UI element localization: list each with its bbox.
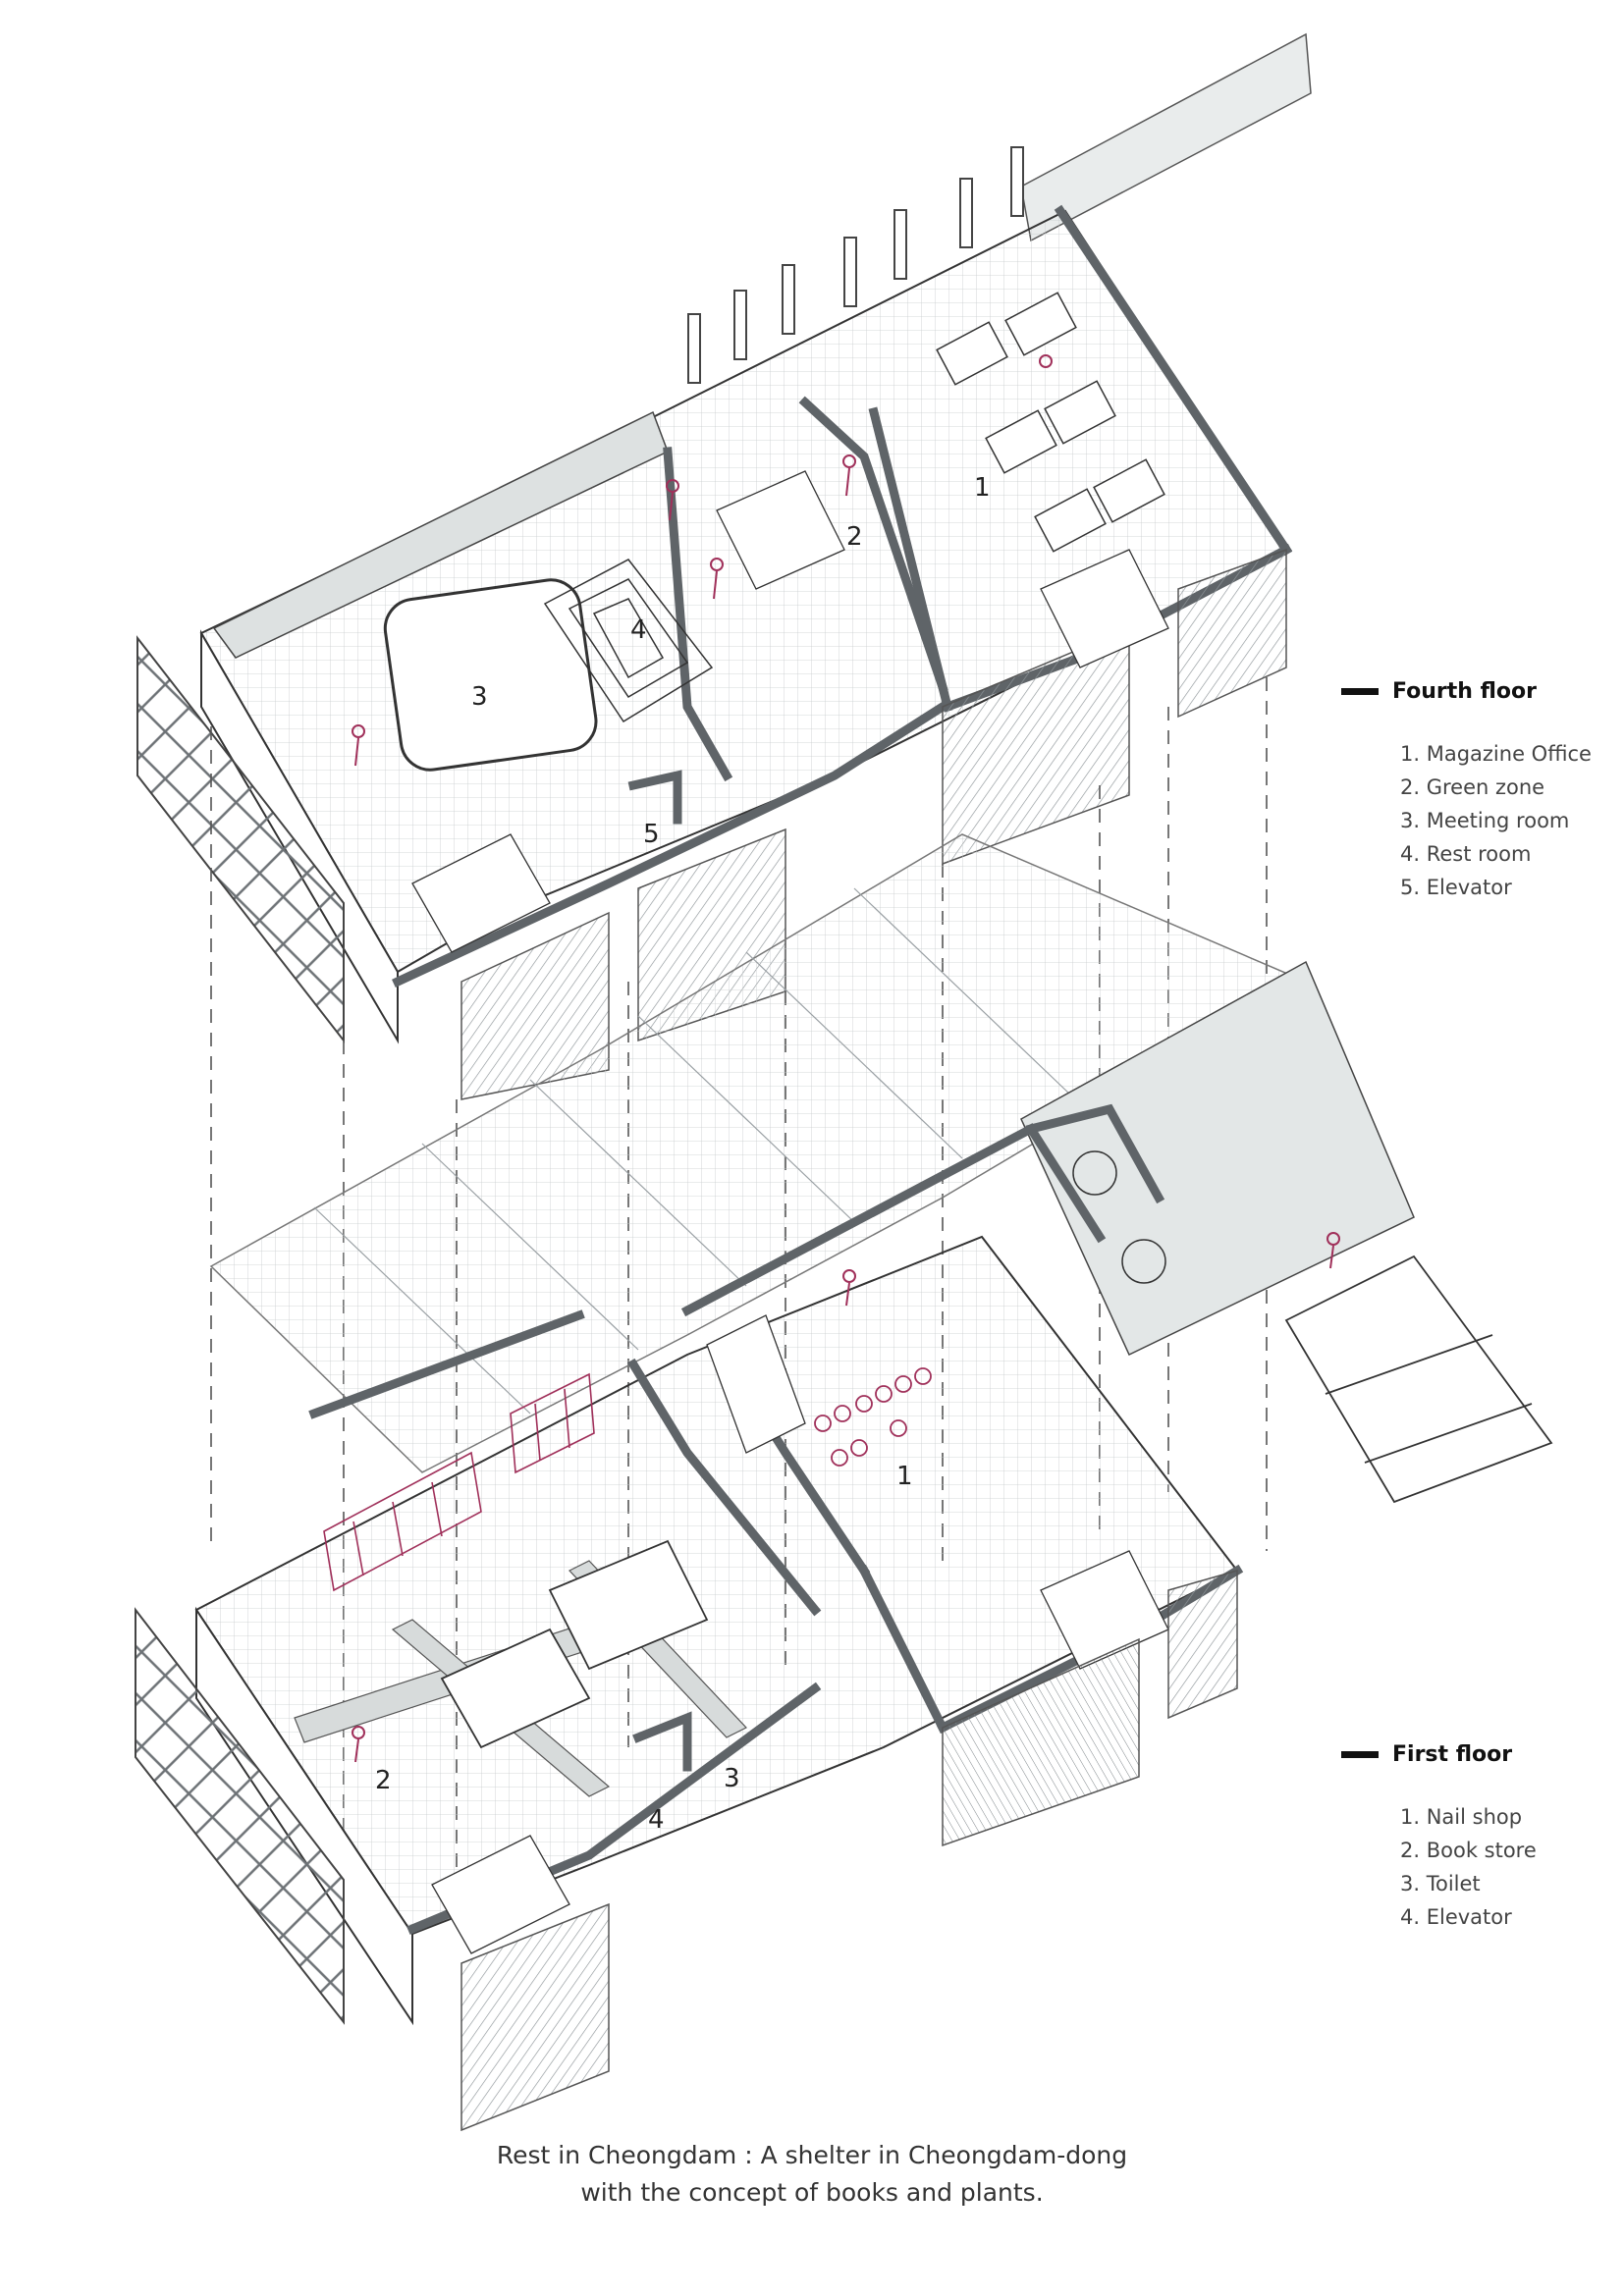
caption-line-1: Rest in Cheongdam : A shelter in Cheongd…	[496, 2141, 1128, 2169]
room-number-1f-3: 3	[724, 1764, 740, 1793]
legend-item: 3. Meeting room	[1400, 809, 1570, 832]
first-floor-terrace	[1020, 960, 1415, 1357]
room-number-1f-1: 1	[896, 1462, 913, 1491]
legend-item: 1. Magazine Office	[1400, 742, 1592, 766]
legend-marker	[1341, 688, 1379, 695]
first-floor-legend: First floor 1. Nail shop 2. Book store 3…	[1341, 1742, 1606, 1934]
room-number-4f-4: 4	[630, 615, 647, 645]
first-floor-parking	[1284, 1255, 1553, 1504]
rest-room-rug	[543, 559, 714, 723]
legend-item: 4. Elevator	[1400, 1905, 1512, 1929]
first-floor-plants	[1072, 1150, 1166, 1284]
fourth-floor-people	[352, 354, 1053, 767]
legend-title-first: First floor	[1392, 1742, 1513, 1767]
room-number-4f-3: 3	[471, 682, 488, 712]
legend-list-fourth: 1. Magazine Office 2. Green zone 3. Meet…	[1341, 737, 1606, 904]
magazine-office-desks	[936, 292, 1165, 553]
legend-item: 2. Green zone	[1400, 775, 1545, 799]
legend-list-first: 1. Nail shop 2. Book store 3. Toilet 4. …	[1341, 1800, 1606, 1934]
room-number-1f-4: 4	[648, 1805, 665, 1835]
first-floor-plan	[194, 833, 1553, 2132]
fourth-floor-legend: Fourth floor 1. Magazine Office 2. Green…	[1341, 679, 1606, 904]
legend-item: 3. Toilet	[1400, 1872, 1481, 1896]
first-floor-stairs	[431, 1314, 1169, 1954]
room-number-4f-1: 1	[974, 473, 991, 503]
drawing-caption: Rest in Cheongdam : A shelter in Cheongd…	[0, 2137, 1624, 2212]
fourth-floor-plan	[199, 32, 1312, 1100]
legend-item: 5. Elevator	[1400, 876, 1512, 899]
legend-marker	[1341, 1751, 1379, 1758]
nail-shop-chairs	[814, 1367, 932, 1467]
caption-line-2: with the concept of books and plants.	[580, 2178, 1044, 2207]
meeting-room-box	[383, 578, 598, 772]
bookstore-shelves	[323, 1372, 595, 1592]
room-number-1f-2: 2	[375, 1766, 392, 1795]
fourth-floor-stairs	[411, 470, 1169, 953]
first-floor-people	[352, 1232, 1340, 1763]
legend-title-fourth: Fourth floor	[1392, 679, 1537, 704]
room-number-4f-2: 2	[846, 522, 863, 552]
fourth-floor-columns	[687, 146, 1024, 384]
legend-item: 4. Rest room	[1400, 842, 1532, 866]
legend-item: 2. Book store	[1400, 1839, 1537, 1862]
legend-item: 1. Nail shop	[1400, 1805, 1523, 1829]
first-floor-facade-screen	[135, 1607, 345, 2025]
fourth-floor-glazing-strip	[1020, 32, 1312, 242]
room-number-4f-5: 5	[643, 820, 660, 849]
